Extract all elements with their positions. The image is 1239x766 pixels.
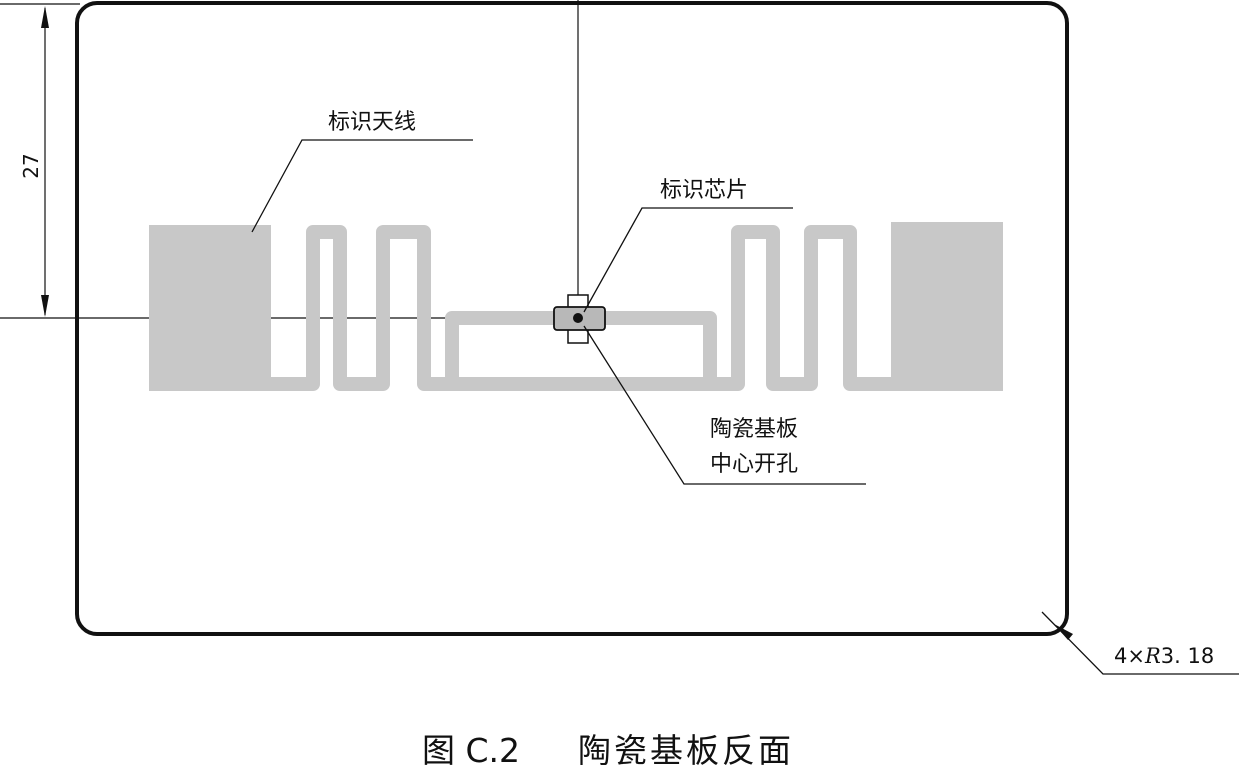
label-corner-radius: 4×R3. 18	[1114, 644, 1214, 668]
leader-chip	[583, 207, 793, 313]
leader-antenna	[251, 139, 473, 233]
figure-number: 图 C.2	[422, 731, 520, 766]
leader-hole	[583, 325, 866, 485]
label-antenna: 标识天线	[328, 110, 416, 135]
antenna-pad-right	[891, 222, 1003, 391]
antenna-pad-left	[149, 225, 271, 391]
corner-radius-arrow	[1054, 624, 1073, 640]
dimension-text-27: 27	[19, 153, 43, 178]
substrate-outline	[75, 1, 1069, 636]
label-chip: 标识芯片	[660, 178, 748, 203]
corner-radius-value: 3. 18	[1161, 644, 1214, 668]
dimension-arrow-bottom	[41, 295, 49, 317]
dimension-arrow-top	[41, 6, 49, 28]
label-hole-line1: 陶瓷基板	[710, 417, 798, 442]
antenna-meander	[271, 225, 891, 391]
corner-radius-symbol: R	[1144, 644, 1161, 668]
center-hole	[573, 313, 583, 323]
figure-title: 陶瓷基板反面	[578, 731, 794, 766]
label-hole-line2: 中心开孔	[710, 452, 798, 477]
corner-radius-prefix: 4×	[1114, 644, 1145, 668]
